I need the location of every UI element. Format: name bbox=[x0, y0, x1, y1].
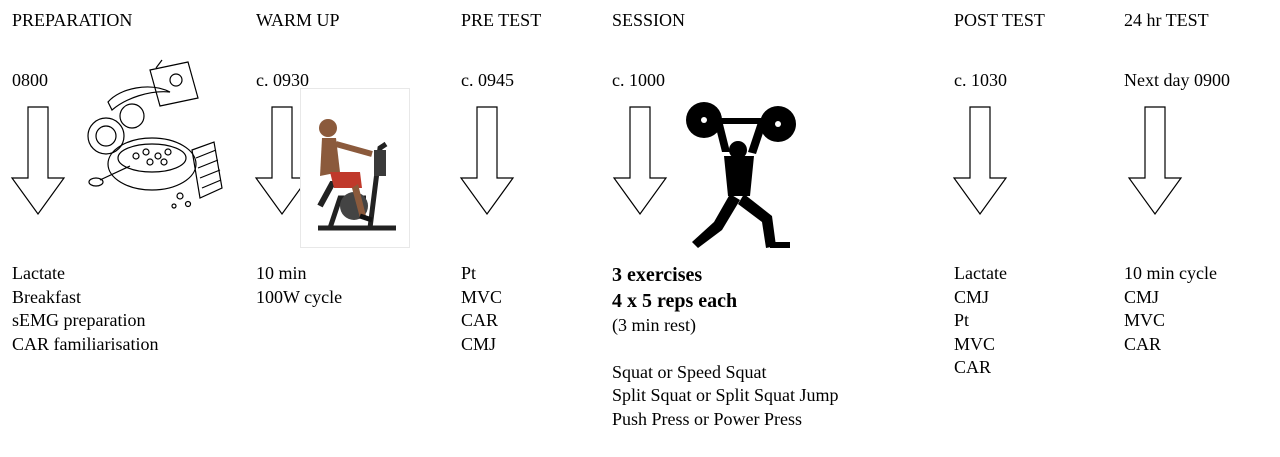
list-item: MVC bbox=[461, 286, 503, 307]
list-item: Pt bbox=[461, 263, 477, 283]
phase-time-preparation: 0800 bbox=[12, 70, 48, 90]
24hr-test-list: 10 min cycle CMJ MVC CAR bbox=[1124, 262, 1217, 356]
exercise-item: Squat or Speed Squat bbox=[612, 361, 767, 382]
exercise-item: Push Press or Power Press bbox=[612, 408, 803, 429]
phase-time-post-test: c. 1030 bbox=[954, 70, 1007, 90]
phase-time-pre-test: c. 0945 bbox=[461, 70, 514, 90]
exercise-bike-icon bbox=[300, 88, 410, 248]
list-item: CAR familiarisation bbox=[12, 333, 159, 354]
list-item: sEMG preparation bbox=[12, 310, 146, 330]
list-item: CMJ bbox=[1124, 286, 1160, 307]
session-list: 3 exercises 4 x 5 reps each (3 min rest)… bbox=[612, 262, 839, 431]
list-item: 10 min bbox=[256, 263, 307, 283]
down-arrow-icon bbox=[1127, 106, 1183, 216]
list-item: MVC bbox=[954, 333, 996, 354]
post-test-list: Lactate CMJ Pt MVC CAR bbox=[954, 262, 1007, 380]
list-item: CAR bbox=[954, 357, 992, 377]
list-item: 3 exercises bbox=[612, 264, 703, 286]
phase-title-pre-test: PRE TEST bbox=[461, 10, 542, 30]
list-item: CMJ bbox=[461, 333, 497, 354]
list-item: CMJ bbox=[954, 286, 990, 307]
phase-time-24hr-test: Next day 0900 bbox=[1124, 70, 1230, 90]
list-item: Pt bbox=[954, 310, 970, 330]
list-item: Lactate bbox=[12, 263, 65, 283]
down-arrow-icon bbox=[10, 106, 66, 216]
list-item: 4 x 5 reps each bbox=[612, 290, 738, 312]
phase-title-post-test: POST TEST bbox=[954, 10, 1045, 30]
exercise-item: Split Squat or Split Squat Jump bbox=[612, 385, 839, 405]
list-item: 100W cycle bbox=[256, 286, 343, 307]
weightlifter-icon bbox=[686, 102, 796, 248]
rest-note: (3 min rest) bbox=[612, 315, 696, 335]
list-item: CAR bbox=[461, 310, 499, 330]
phase-title-preparation: PREPARATION bbox=[12, 10, 133, 30]
preparation-list: Lactate Breakfast sEMG preparation CAR f… bbox=[12, 262, 158, 356]
down-arrow-icon bbox=[254, 106, 310, 216]
phase-title-warm-up: WARM UP bbox=[256, 10, 340, 30]
phase-title-session: SESSION bbox=[612, 10, 686, 30]
pre-test-list: Pt MVC CAR CMJ bbox=[461, 262, 502, 356]
down-arrow-icon bbox=[612, 106, 668, 216]
list-item: MVC bbox=[1124, 310, 1166, 330]
list-item: Lactate bbox=[954, 263, 1007, 283]
phase-time-session: c. 1000 bbox=[612, 70, 665, 90]
down-arrow-icon bbox=[952, 106, 1008, 216]
breakfast-icon bbox=[87, 59, 223, 209]
list-item: 10 min cycle bbox=[1124, 263, 1217, 283]
phase-title-24hr-test: 24 hr TEST bbox=[1124, 10, 1209, 30]
down-arrow-icon bbox=[459, 106, 515, 216]
warm-up-list: 10 min 100W cycle bbox=[256, 262, 342, 309]
list-item: Breakfast bbox=[12, 286, 81, 307]
phase-time-warm-up: c. 0930 bbox=[256, 70, 309, 90]
list-item: CAR bbox=[1124, 333, 1162, 354]
